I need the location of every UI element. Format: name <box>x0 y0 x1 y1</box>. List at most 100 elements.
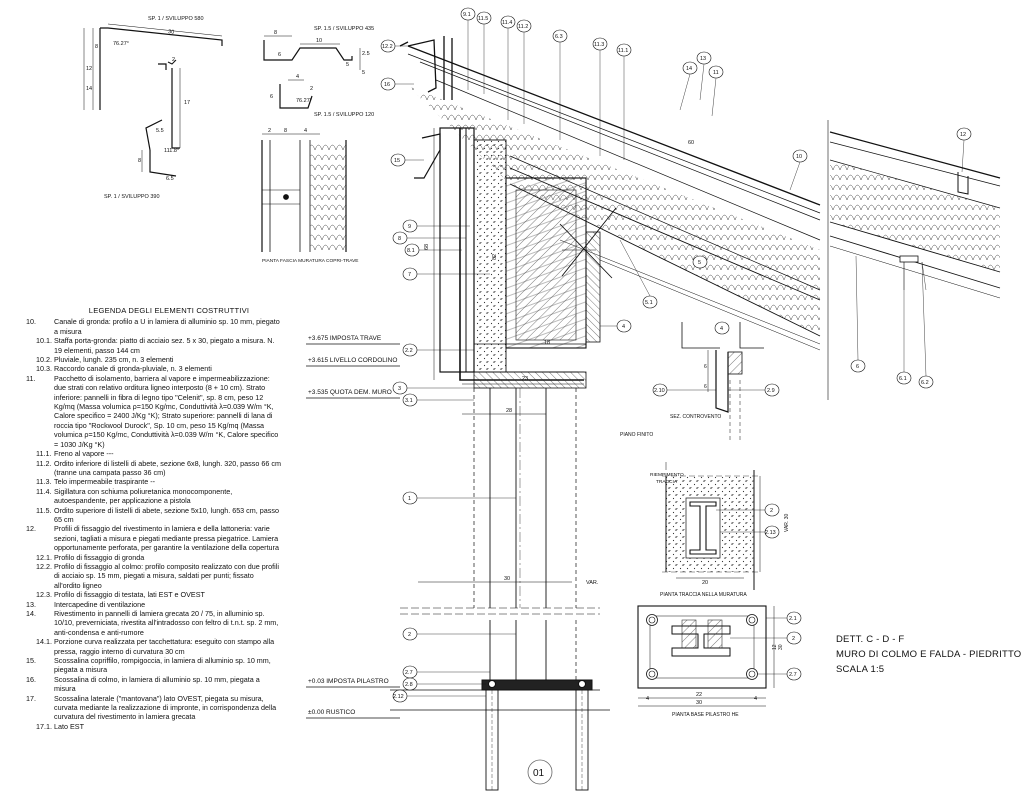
profile-4-title: SP. 1 / SVILUPPO 390 <box>104 194 160 200</box>
main-wall <box>439 127 601 389</box>
main-inner-label: 60 <box>688 140 694 146</box>
plan-dim-b: 8 <box>284 128 287 134</box>
tag-8: 8 <box>398 236 401 242</box>
legend-item-number: 14.1. <box>36 637 52 647</box>
base-tag-2: 2 <box>792 636 795 642</box>
profile-3-title: SP. 1.5 / SVILUPPO 120 <box>314 112 374 118</box>
profile-1-dim-d: 2 <box>172 57 175 63</box>
main-dims <box>418 128 596 583</box>
tag-16: 16 <box>384 82 390 88</box>
traccia-label-a: RIEMPIMENTO <box>650 472 684 478</box>
legend-item: 16.Scossalina di colmo, in lamiera di al… <box>26 675 282 694</box>
title-line-3: SCALA 1:5 <box>836 664 885 675</box>
legend-item-text: Profilo di fissaggio di gronda <box>54 552 145 562</box>
legend-items: 10.Canale di gronda: profilo a U in lami… <box>26 317 282 731</box>
left-tag-bubbles <box>392 219 420 703</box>
tag-11-5: 11.5 <box>478 16 488 22</box>
tag-11-1: 11.1 <box>618 48 628 54</box>
legend-item-text: Ordito inferiore di listelli di abete, s… <box>54 458 281 477</box>
profile-1-dim-c: 14 <box>86 86 92 92</box>
legend-item: 14.1.Porzione curva realizzata per tacch… <box>26 637 282 656</box>
profile-1-dim-e: 17 <box>184 100 190 106</box>
left-tag-leaders <box>407 225 516 697</box>
profile-detail-1 <box>83 23 223 110</box>
legend-item-text: Lato EST <box>54 721 84 731</box>
controvento-tag-4a: 4 <box>720 326 723 332</box>
legend-item-number: 11.4. <box>36 486 52 496</box>
right-tag-6-1: 6.1 <box>899 376 907 382</box>
legend-item: 12.1.Profilo di fissaggio di gronda <box>26 553 282 562</box>
ridge-cap <box>399 36 453 100</box>
base-tag-27: 2.7 <box>789 672 797 678</box>
legend-item: 10.2.Pluviale, lungh. 235 cm, n. 3 eleme… <box>26 355 282 364</box>
profile-2-dim-f: 5 <box>362 70 365 76</box>
legend-item: 12.2.Profilo di fissaggio al colmo: prof… <box>26 562 282 590</box>
tag-9: 9 <box>408 224 411 230</box>
base-title: PIANTA BASE PILASTRO HE <box>672 712 739 718</box>
tag-3: 3 <box>398 386 401 392</box>
tag-11-2: 11.2 <box>518 24 528 30</box>
profile-detail-4 <box>141 119 177 177</box>
legend-item-text: Telo impermeabile traspirante -- <box>54 477 156 487</box>
profile-2-title: SP. 1.5 / SVILUPPO 435 <box>314 26 374 32</box>
tag-7: 7 <box>408 272 411 278</box>
title-line-2: MURO DI COLMO E FALDA - PIEDRITTO <box>836 649 1022 660</box>
plan-title: PIANTA FASCIA MURATURA COPRI-TRAVE <box>262 258 358 264</box>
level-1: +3.675 IMPOSTA TRAVE <box>308 335 382 342</box>
traccia-dim-20: 20 <box>702 580 708 586</box>
level-3: +3.535 QUOTA DEM. MURO <box>308 389 392 396</box>
profile-detail-1b <box>158 63 181 149</box>
construction-legend: LEGENDA DEGLI ELEMENTI COSTRUTTIVI 10.Ca… <box>26 306 282 731</box>
controvento-dim-a: 6 <box>704 364 707 370</box>
legend-item-number: 12. <box>26 524 36 534</box>
legend-title: LEGENDA DEGLI ELEMENTI COSTRUTTIVI <box>88 306 250 315</box>
title-block: DETT. C - D - F MURO DI COLMO E FALDA - … <box>836 632 1021 677</box>
controvento-detail <box>681 322 764 440</box>
controvento-tags <box>652 321 780 397</box>
base-dim-30: 30 <box>696 700 702 706</box>
traccia-title: PIANTA TRACCIA NELLA MURATURA <box>660 592 747 598</box>
legend-item: 11.Pacchetto di isolamento, barriera al … <box>26 374 282 449</box>
main-dim-68: 68 <box>424 244 430 250</box>
plan-fascia-muratura <box>261 133 347 252</box>
base-dim-22: 22 <box>696 692 702 698</box>
legend-item: 10.3.Raccordo canale di gronda-pluviale,… <box>26 364 282 373</box>
legend-item-text: Freno al vapore --- <box>54 449 114 459</box>
right-tag-6-2: 6.2 <box>921 380 929 386</box>
tag-9-1: 9.1 <box>463 12 471 18</box>
tag-1: 1 <box>408 496 411 502</box>
level-marks <box>306 343 400 719</box>
plan-dim-c: 4 <box>304 128 307 134</box>
controvento-dim-b: 6 <box>704 384 707 390</box>
legend-item-text: Profilo di fissaggio di testata, lati ES… <box>54 590 205 600</box>
legend-item-number: 11. <box>26 373 36 383</box>
tag-6-3: 6.3 <box>555 34 563 40</box>
legend-item-text: Pluviale, lungh. 235 cm, n. 3 elementi <box>54 355 174 365</box>
profile-2-dim-a: 8 <box>274 30 277 36</box>
base-dim-4a: 4 <box>646 696 649 702</box>
base-plan-tags <box>786 611 802 681</box>
legend-item-text: Scossalina di colmo, in lamiera di allum… <box>54 674 260 694</box>
plan-dim-a: 2 <box>268 128 271 134</box>
base-dim-4b: 4 <box>754 696 757 702</box>
profile-1-angle: 76.27° <box>113 41 129 47</box>
tag-10: 10 <box>796 154 802 160</box>
tag-11-3: 11.3 <box>594 42 604 48</box>
main-dim-23: 23 <box>522 376 528 382</box>
controvento-title: SEZ. CONTROVENTO <box>670 414 721 420</box>
base-dim-12: 12 <box>772 644 778 650</box>
legend-item-text: Profili di fissaggio del rivestimento in… <box>54 524 279 553</box>
right-tags <box>850 127 972 389</box>
tag-12-2: 12.2 <box>382 44 393 50</box>
profile-1-dim-a: 8 <box>95 44 98 50</box>
tag-5-1: 5.1 <box>645 300 653 306</box>
legend-item-number: 17. <box>26 693 36 703</box>
legend-item-text: Porzione curva realizzata per tacchettat… <box>54 637 275 656</box>
level-2: +3.615 LIVELLO CORDOLINO <box>308 357 397 364</box>
tag-5: 5 <box>698 260 701 266</box>
right-tag-leaders-2 <box>855 139 965 377</box>
profile-3-dim-c: 2 <box>310 86 313 92</box>
tag-11: 11 <box>713 70 719 76</box>
steel-column <box>400 388 600 680</box>
main-dim-18: 18 <box>544 340 550 346</box>
